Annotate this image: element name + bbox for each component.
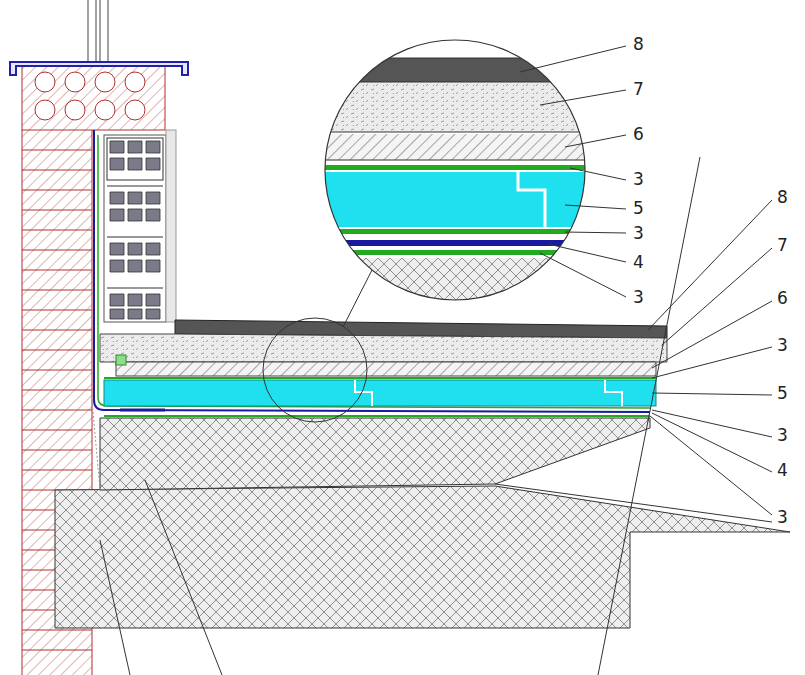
callout-number: 3 bbox=[776, 508, 789, 526]
callout-number: 7 bbox=[632, 80, 645, 98]
callout-number: 5 bbox=[776, 384, 789, 402]
callout-number: 3 bbox=[776, 426, 789, 444]
callout-number: 6 bbox=[632, 125, 645, 143]
callout-number: 5 bbox=[632, 199, 645, 217]
callout-number: 3 bbox=[632, 288, 645, 306]
callout-number: 8 bbox=[776, 188, 789, 206]
callout-number: 6 bbox=[776, 289, 789, 307]
callout-number: 4 bbox=[632, 253, 645, 271]
callout-number: 3 bbox=[632, 170, 645, 188]
callout-number: 4 bbox=[776, 461, 789, 479]
callout-number: 7 bbox=[776, 236, 789, 254]
callout-number: 3 bbox=[776, 336, 789, 354]
callout-number: 8 bbox=[632, 35, 645, 53]
callout-number: 3 bbox=[632, 224, 645, 242]
